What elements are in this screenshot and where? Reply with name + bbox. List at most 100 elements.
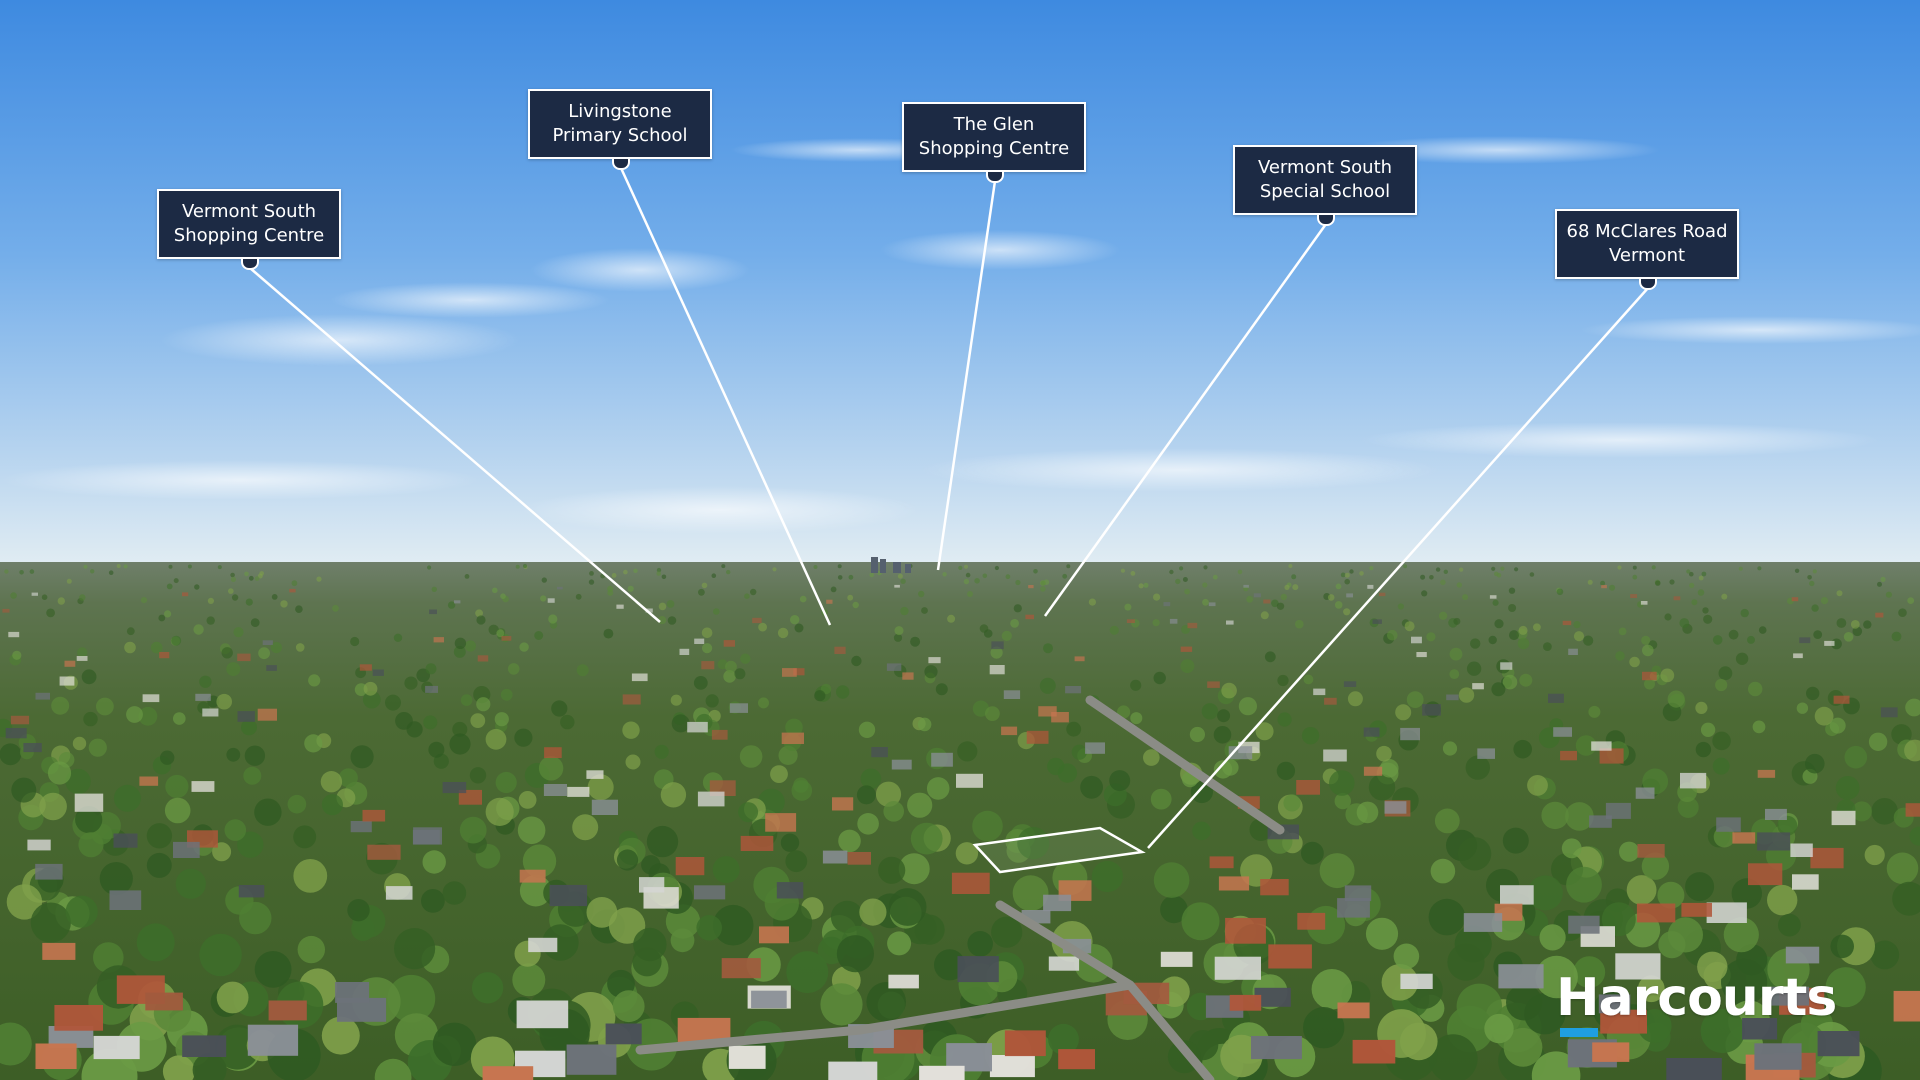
tree-canopy bbox=[1712, 731, 1731, 751]
house-roof bbox=[639, 877, 665, 893]
tree-canopy bbox=[836, 935, 875, 973]
tree-canopy bbox=[332, 604, 339, 612]
tree-canopy bbox=[887, 931, 912, 956]
tree-canopy bbox=[217, 565, 222, 570]
tree-canopy bbox=[475, 609, 483, 618]
house-roof bbox=[237, 653, 251, 662]
tree-canopy bbox=[1830, 934, 1854, 959]
house-roof bbox=[1642, 671, 1657, 681]
tree-canopy bbox=[173, 712, 186, 725]
house-roof bbox=[622, 694, 641, 705]
tree-canopy bbox=[713, 608, 720, 615]
tree-canopy bbox=[656, 571, 661, 576]
house-roof bbox=[1681, 902, 1712, 917]
tree-canopy bbox=[1276, 761, 1296, 781]
tree-canopy bbox=[193, 624, 204, 635]
house-roof bbox=[586, 770, 604, 779]
tree-canopy bbox=[230, 572, 235, 578]
tree-canopy bbox=[1609, 584, 1616, 591]
tree-canopy bbox=[633, 568, 638, 573]
tree-canopy bbox=[947, 614, 956, 623]
house-roof bbox=[1742, 1018, 1778, 1040]
house-roof bbox=[1337, 898, 1370, 918]
tree-canopy bbox=[453, 645, 466, 658]
leader-lines bbox=[249, 167, 1649, 849]
house-roof bbox=[822, 850, 848, 864]
tree-canopy bbox=[297, 935, 325, 964]
tree-canopy bbox=[560, 714, 575, 730]
house-roof bbox=[1757, 769, 1776, 778]
house-roof bbox=[1635, 787, 1655, 799]
tree-canopy bbox=[350, 636, 360, 647]
house-roof bbox=[1160, 951, 1193, 967]
tree-canopy bbox=[123, 564, 128, 569]
tree-canopy bbox=[1731, 878, 1763, 909]
leader-line-livingstone-primary bbox=[619, 167, 832, 626]
tree-canopy bbox=[750, 588, 757, 596]
tree-canopy bbox=[1641, 852, 1670, 880]
tree-canopy bbox=[1319, 853, 1355, 889]
tree-canopy bbox=[88, 738, 107, 757]
vegetation-texture bbox=[0, 564, 1920, 1080]
house-roof bbox=[1666, 1058, 1722, 1080]
tree-canopy bbox=[1246, 595, 1254, 603]
house-roof bbox=[902, 672, 914, 680]
tree-canopy bbox=[244, 745, 266, 766]
tree-canopy bbox=[199, 675, 212, 688]
tree-canopy bbox=[572, 814, 599, 841]
house-roof bbox=[337, 997, 387, 1022]
tree-canopy bbox=[72, 736, 87, 751]
house-roof bbox=[54, 1005, 103, 1031]
tree-canopy bbox=[1334, 601, 1343, 609]
house-roof bbox=[871, 747, 888, 758]
tree-canopy bbox=[1508, 587, 1516, 594]
tree-canopy bbox=[712, 856, 740, 884]
tree-canopy bbox=[1005, 574, 1011, 580]
tree-canopy bbox=[168, 564, 173, 569]
tree-canopy bbox=[1735, 652, 1749, 665]
tree-canopy bbox=[1752, 720, 1766, 734]
house-roof bbox=[1757, 832, 1791, 851]
tree-canopy bbox=[586, 897, 618, 928]
tree-canopy bbox=[758, 622, 767, 632]
tree-canopy bbox=[442, 881, 467, 905]
tree-canopy bbox=[1462, 594, 1469, 601]
house-roof bbox=[238, 885, 265, 898]
tree-canopy bbox=[1667, 917, 1703, 953]
tree-canopy bbox=[1836, 618, 1847, 628]
tree-canopy bbox=[1062, 573, 1068, 579]
house-roof bbox=[928, 657, 941, 664]
tree-canopy bbox=[1870, 940, 1900, 970]
house-roof bbox=[697, 791, 725, 807]
house-roof bbox=[35, 692, 50, 700]
tree-canopy bbox=[1212, 574, 1218, 580]
house-roof bbox=[454, 600, 461, 604]
tree-canopy bbox=[1632, 565, 1637, 570]
tree-canopy bbox=[243, 766, 262, 785]
tree-canopy bbox=[758, 697, 769, 709]
tree-canopy bbox=[830, 900, 864, 934]
tree-canopy bbox=[1529, 572, 1535, 577]
tree-canopy bbox=[1359, 571, 1364, 576]
tree-canopy bbox=[250, 618, 260, 627]
tree-canopy bbox=[738, 802, 759, 823]
tree-canopy bbox=[1091, 860, 1123, 893]
house-roof bbox=[64, 660, 76, 667]
tree-canopy bbox=[254, 798, 282, 826]
house-roof bbox=[1384, 801, 1407, 814]
tree-canopy bbox=[777, 627, 789, 639]
tree-canopy bbox=[1403, 564, 1408, 569]
tree-canopy bbox=[589, 571, 594, 576]
tree-canopy bbox=[964, 564, 968, 569]
tree-canopy bbox=[1617, 565, 1622, 570]
tree-canopy bbox=[423, 715, 438, 730]
tree-canopy bbox=[46, 608, 55, 618]
tree-canopy bbox=[1066, 721, 1082, 737]
tree-canopy bbox=[1556, 588, 1564, 596]
house-roof bbox=[687, 721, 708, 733]
tree-canopy bbox=[1685, 872, 1715, 902]
tree-canopy bbox=[1217, 709, 1231, 723]
house-roof bbox=[834, 646, 846, 654]
house-roof bbox=[262, 640, 273, 645]
